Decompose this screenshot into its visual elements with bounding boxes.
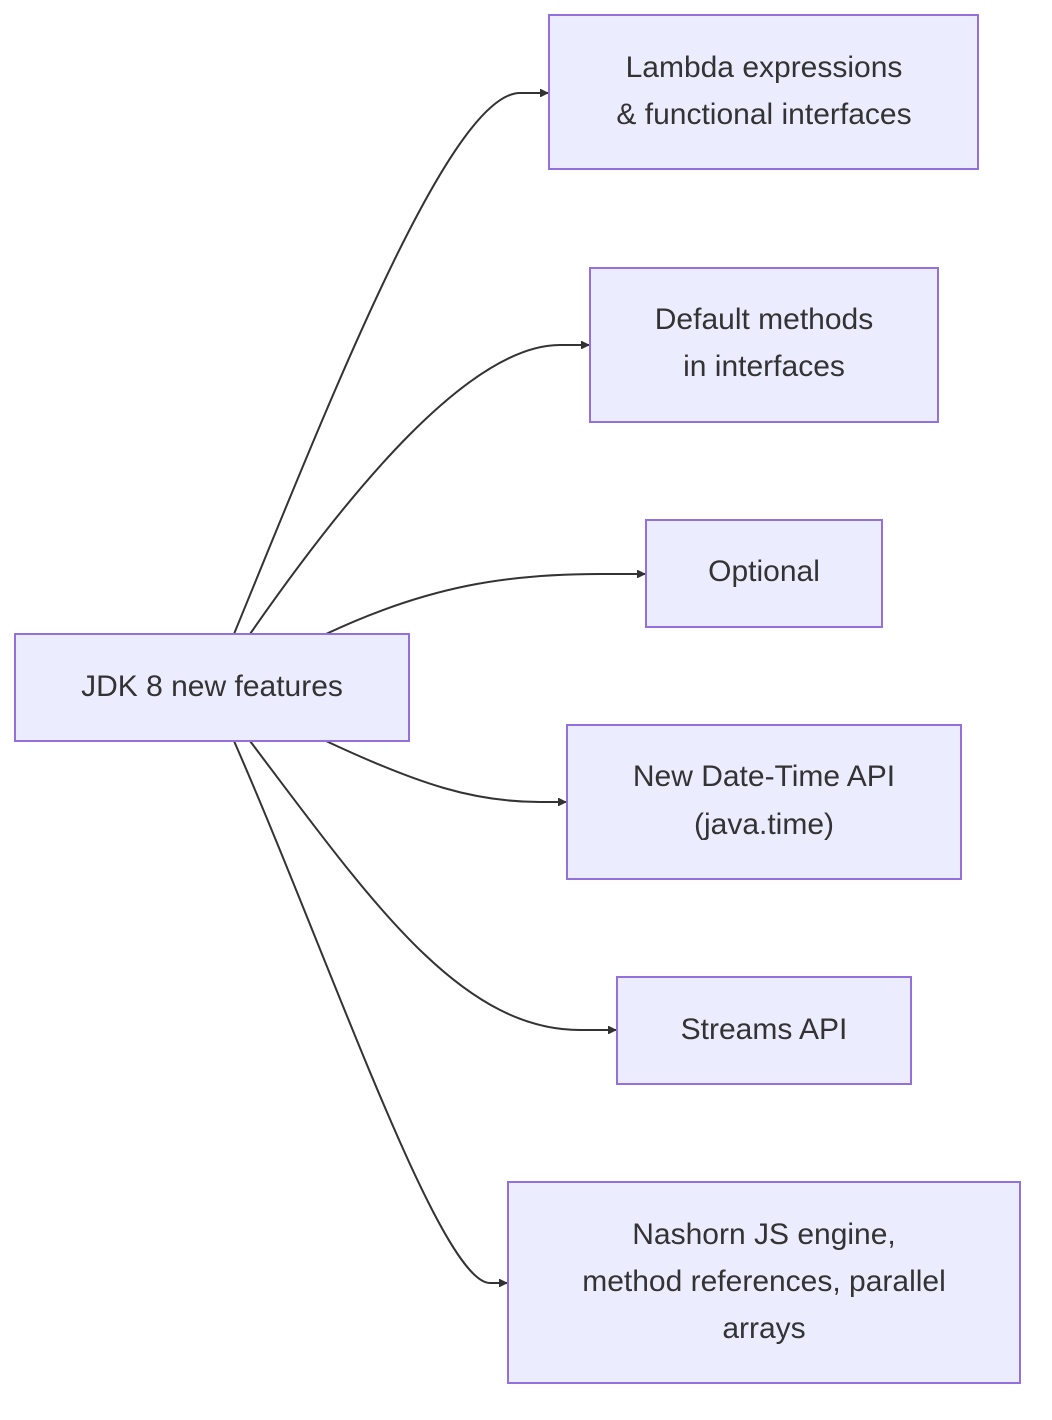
node-nashorn-line-3: arrays xyxy=(722,1312,805,1345)
node-nashorn-line-1: Nashorn JS engine, xyxy=(632,1218,896,1251)
node-date-time-api-line-2: (java.time) xyxy=(694,808,834,841)
node-nashorn-line-2: method references, parallel xyxy=(582,1265,946,1298)
node-lambda-expressions-box xyxy=(548,14,979,170)
node-lambda-expressions: Lambda expressions & functional interfac… xyxy=(548,14,979,170)
node-lambda-expressions-line-2: & functional interfaces xyxy=(616,98,911,131)
node-streams-api: Streams API xyxy=(616,976,912,1085)
node-nashorn: Nashorn JS engine, method references, pa… xyxy=(507,1181,1021,1384)
node-optional-line-1: Optional xyxy=(708,555,820,588)
node-default-methods: Default methods in interfaces xyxy=(589,267,939,423)
node-default-methods-line-2: in interfaces xyxy=(683,350,845,383)
node-optional: Optional xyxy=(645,519,883,628)
node-optional-box xyxy=(645,519,883,628)
edge-root-to-lambda xyxy=(233,93,548,635)
root-node: JDK 8 new features xyxy=(14,633,410,742)
node-nashorn-box xyxy=(507,1181,1021,1384)
edges xyxy=(233,93,645,1283)
edge-root-to-date-time xyxy=(325,740,566,802)
node-default-methods-line-1: Default methods xyxy=(655,303,873,336)
edge-root-to-default-methods xyxy=(249,345,589,635)
node-lambda-expressions-line-1: Lambda expressions xyxy=(626,51,903,84)
root-node-box xyxy=(14,633,410,742)
edge-root-to-nashorn xyxy=(233,740,507,1283)
node-streams-api-line-1: Streams API xyxy=(681,1013,848,1046)
node-date-time-api-line-1: New Date-Time API xyxy=(633,760,895,793)
node-default-methods-box xyxy=(589,267,939,423)
node-date-time-api: New Date-Time API (java.time) xyxy=(566,724,962,880)
node-date-time-api-box xyxy=(566,724,962,880)
edge-root-to-streams xyxy=(249,740,616,1030)
node-streams-api-box xyxy=(616,976,912,1085)
root-node-label: JDK 8 new features xyxy=(81,670,343,703)
edge-root-to-optional xyxy=(325,574,645,635)
